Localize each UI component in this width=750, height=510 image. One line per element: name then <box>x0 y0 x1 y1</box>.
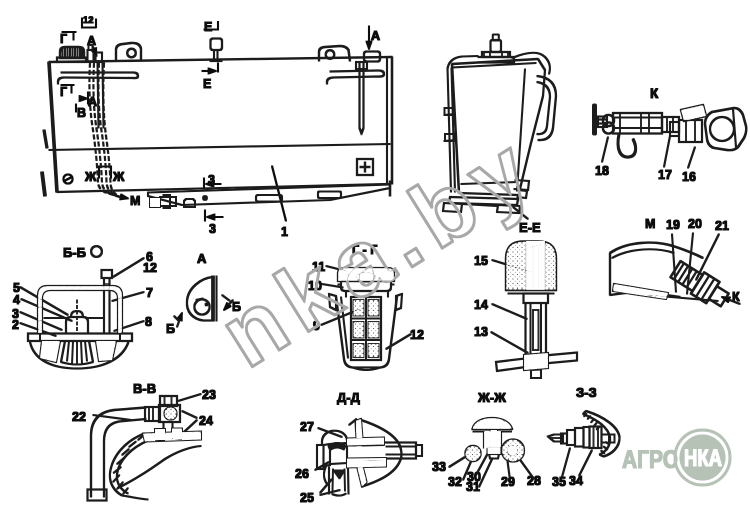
svg-text:Е-Е: Е-Е <box>519 220 541 235</box>
svg-text:12: 12 <box>83 15 94 26</box>
svg-text:35: 35 <box>552 475 566 489</box>
svg-text:К: К <box>650 86 659 101</box>
svg-text:29: 29 <box>501 475 515 489</box>
svg-text:10: 10 <box>308 279 322 293</box>
svg-text:22: 22 <box>72 410 86 424</box>
svg-text:28: 28 <box>527 474 541 488</box>
svg-text:25: 25 <box>300 491 314 505</box>
svg-text:8: 8 <box>145 315 152 329</box>
svg-text:33: 33 <box>432 460 446 474</box>
svg-text:Д-Д: Д-Д <box>337 390 361 405</box>
svg-text:14: 14 <box>474 298 488 312</box>
svg-text:Б-Б: Б-Б <box>63 245 86 260</box>
svg-text:А: А <box>88 95 97 109</box>
svg-text:4: 4 <box>13 293 20 307</box>
svg-text:24: 24 <box>199 414 213 428</box>
svg-text:21: 21 <box>715 219 729 233</box>
svg-text:В: В <box>77 106 86 120</box>
svg-text:3: 3 <box>208 173 215 187</box>
svg-text:26: 26 <box>295 467 309 481</box>
svg-text:2: 2 <box>12 318 19 332</box>
svg-text:Ж: Ж <box>84 170 97 184</box>
svg-text:Ж: Ж <box>112 170 125 184</box>
svg-text:30: 30 <box>467 470 481 484</box>
svg-text:3: 3 <box>209 222 216 236</box>
svg-text:13: 13 <box>474 325 488 339</box>
svg-text:17: 17 <box>658 168 672 182</box>
svg-text:12: 12 <box>143 261 157 275</box>
svg-text:34: 34 <box>569 474 583 488</box>
svg-text:27: 27 <box>300 420 314 434</box>
svg-text:М: М <box>130 194 140 208</box>
svg-text:7: 7 <box>146 286 153 300</box>
svg-text:А: А <box>87 34 96 48</box>
svg-text:12: 12 <box>410 328 424 342</box>
svg-text:32: 32 <box>448 475 462 489</box>
svg-text:Е: Е <box>204 20 212 34</box>
svg-text:Г - Г: Г - Г <box>352 243 377 257</box>
svg-text:К: К <box>732 290 740 304</box>
svg-text:Г: Г <box>60 85 67 99</box>
svg-text:1: 1 <box>281 225 288 239</box>
svg-text:31: 31 <box>466 480 480 494</box>
svg-text:Б: Б <box>166 322 175 336</box>
svg-text:23: 23 <box>202 388 216 402</box>
svg-text:М: М <box>645 217 655 231</box>
svg-text:9: 9 <box>313 319 320 333</box>
svg-text:А: А <box>197 251 207 266</box>
svg-text:АГРО: АГРО <box>622 446 679 474</box>
svg-text:НКА: НКА <box>684 445 722 472</box>
svg-text:Е: Е <box>203 77 211 91</box>
svg-text:5: 5 <box>13 281 20 295</box>
svg-text:Б: Б <box>232 300 241 314</box>
svg-text:В-В: В-В <box>133 381 156 396</box>
svg-text:19: 19 <box>666 218 680 232</box>
svg-text:16: 16 <box>682 170 696 184</box>
svg-text:6: 6 <box>146 250 153 264</box>
svg-text:15: 15 <box>474 254 488 268</box>
svg-text:18: 18 <box>595 164 609 178</box>
svg-text:3: 3 <box>12 307 19 321</box>
svg-text:Ж-Ж: Ж-Ж <box>477 390 506 405</box>
svg-text:20: 20 <box>688 217 702 231</box>
svg-text:А: А <box>371 29 380 43</box>
svg-text:Г: Г <box>60 32 67 46</box>
svg-text:11: 11 <box>312 260 325 274</box>
svg-text:З-З: З-З <box>576 385 597 400</box>
